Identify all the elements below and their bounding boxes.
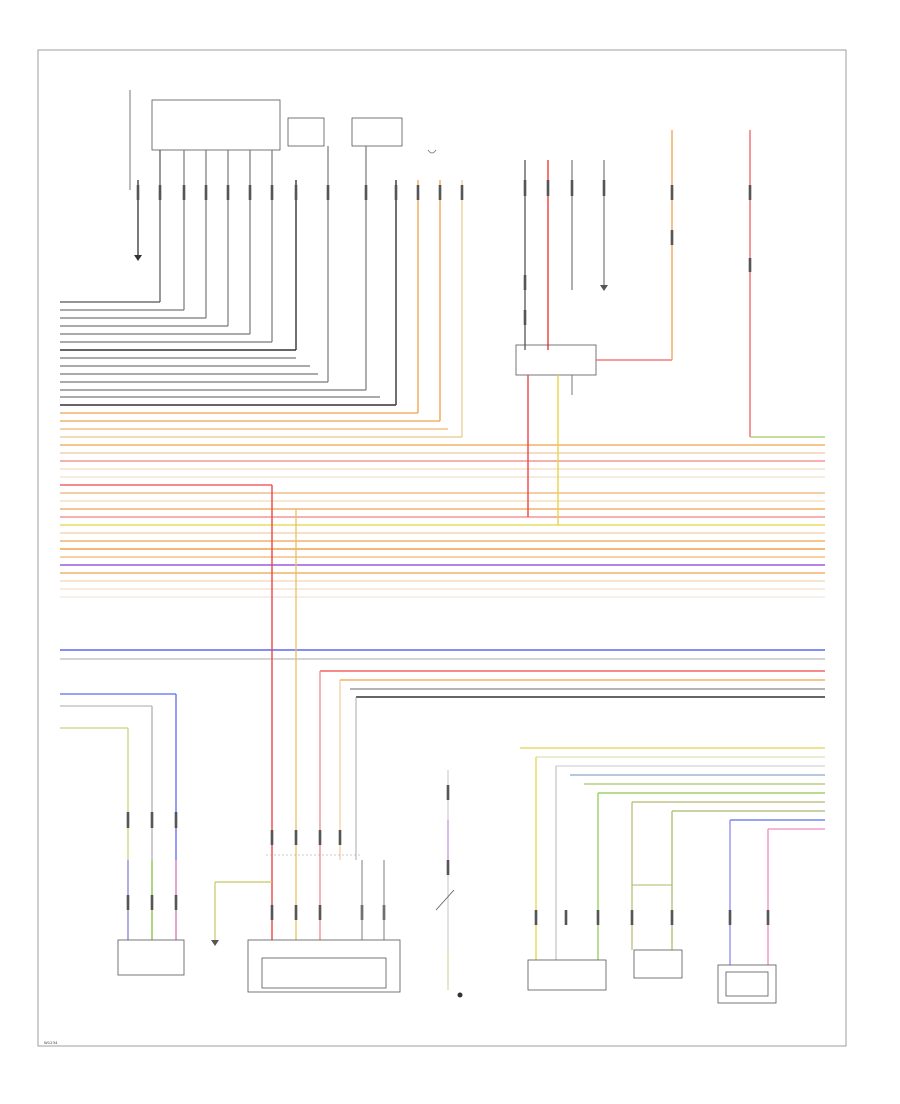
diagram-code: W1234 <box>44 1040 58 1045</box>
ground-symbol-top <box>427 149 437 154</box>
sensor-module-box <box>117 939 185 976</box>
right-lower-bus-wires <box>520 747 825 830</box>
switch-box-1 <box>527 959 607 991</box>
upper-bus-wires <box>60 301 462 438</box>
center-ground-group <box>435 770 463 998</box>
front-controller-group <box>211 485 401 993</box>
right-switch-group <box>527 757 777 1004</box>
switch-box-3 <box>717 964 777 1004</box>
main-bus-wires <box>60 444 825 598</box>
fuse-drops <box>134 146 464 437</box>
fuse-module-box <box>151 99 281 151</box>
fuse-panel-group <box>129 90 437 190</box>
switch-box-3-inner <box>725 971 769 997</box>
battery-relay-group <box>515 160 672 525</box>
relay-box-1 <box>287 117 325 147</box>
front-controller-inner-box <box>261 957 387 989</box>
ground-point <box>457 992 463 998</box>
relay-module-box <box>515 344 597 376</box>
front-controller-box <box>247 939 401 993</box>
switch-box-2 <box>633 949 683 979</box>
left-sensor-group <box>117 694 185 976</box>
diagram-frame <box>37 49 847 1047</box>
lower-bus-wires <box>60 649 825 729</box>
right-feed-wires <box>670 130 825 438</box>
relay-box-2 <box>351 117 403 147</box>
